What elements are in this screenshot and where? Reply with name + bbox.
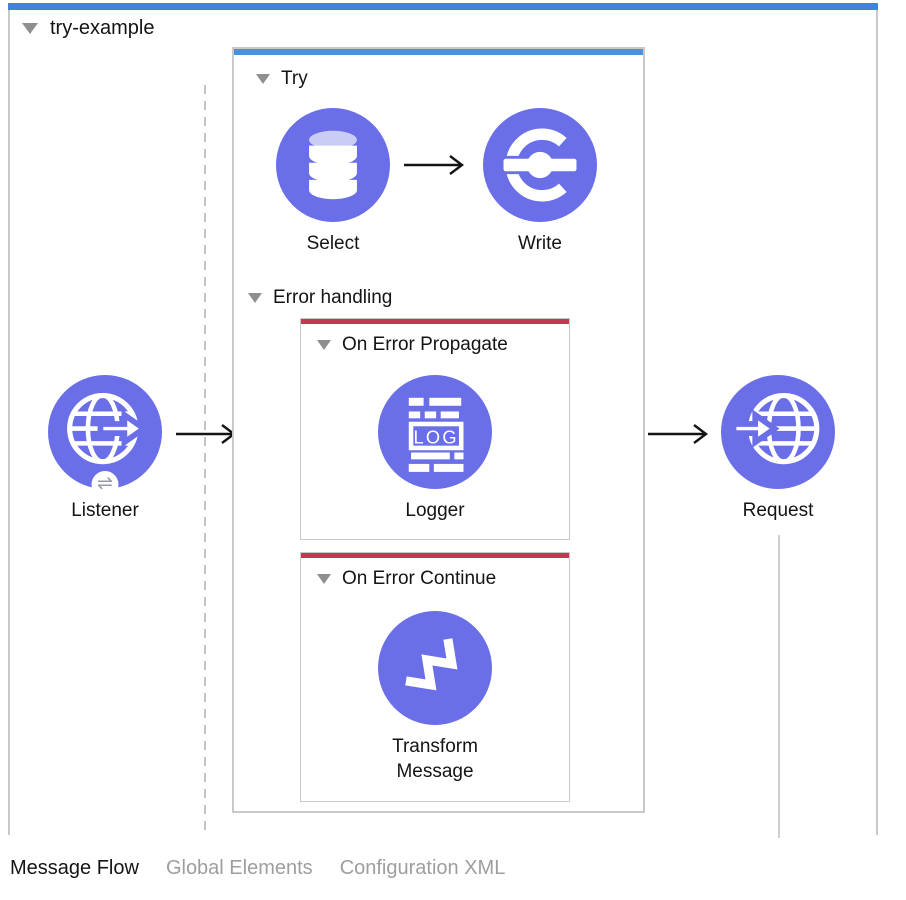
on-error-propagate-label: On Error Propagate xyxy=(342,334,508,355)
node-label: Logger xyxy=(405,500,465,521)
dataweave-icon xyxy=(405,638,458,691)
exchange-badge-icon[interactable]: ⇌ xyxy=(91,471,119,498)
flow-header: try-example xyxy=(22,17,154,40)
flow-arrow xyxy=(174,421,240,447)
error-handling-label: Error handling xyxy=(273,287,393,308)
collapse-triangle-icon[interactable] xyxy=(317,340,331,350)
try-scope-label: Try xyxy=(281,68,308,89)
listener-circle[interactable]: ⇌ xyxy=(48,375,162,498)
tab-configuration-xml[interactable]: Configuration XML xyxy=(339,857,506,879)
svg-text:LOG: LOG xyxy=(413,426,458,447)
message-flow-canvas[interactable]: try-example ⇌ Listener Try xyxy=(0,0,906,845)
log-lines-icon: LOG xyxy=(408,397,464,472)
node-label: Listener xyxy=(71,500,139,521)
on-error-continue-label: On Error Continue xyxy=(342,568,497,589)
on-error-propagate-scope[interactable]: On Error Propagate xyxy=(300,318,570,540)
node-label: Transform Message xyxy=(392,736,478,782)
collapse-triangle-icon[interactable] xyxy=(256,74,270,84)
select-circle[interactable] xyxy=(276,108,390,222)
error-scope-bar xyxy=(301,319,569,324)
collapse-triangle-icon[interactable] xyxy=(22,23,38,34)
flow-arrow xyxy=(402,152,468,178)
node-label: Request xyxy=(742,500,814,521)
database-icon xyxy=(309,130,357,200)
write-circle[interactable] xyxy=(483,108,597,222)
logger-circle[interactable]: LOG xyxy=(378,375,492,489)
request-circle[interactable] xyxy=(721,375,835,489)
node-logger[interactable]: LOG Logger xyxy=(365,375,505,523)
transform-circle[interactable] xyxy=(378,611,492,725)
flow-selection-bar xyxy=(8,3,878,10)
error-scope-bar xyxy=(301,553,569,558)
request-connection-line xyxy=(778,535,780,838)
collapse-triangle-icon[interactable] xyxy=(317,574,331,584)
flow-title: try-example xyxy=(50,17,155,39)
globe-arrow-out-icon xyxy=(67,392,149,465)
node-request[interactable]: Request xyxy=(708,375,848,523)
source-divider-dashed-line xyxy=(204,85,206,837)
on-error-continue-scope[interactable]: On Error Continue xyxy=(300,552,570,802)
collapse-triangle-icon[interactable] xyxy=(248,293,262,303)
node-label: Select xyxy=(306,233,360,254)
node-write[interactable]: Write xyxy=(470,108,610,256)
try-scope-header: Try xyxy=(234,55,643,90)
tab-message-flow[interactable]: Message Flow xyxy=(10,857,139,879)
file-write-connector-icon xyxy=(500,128,580,202)
node-transform-message[interactable]: Transform Message xyxy=(365,611,505,784)
flow-arrow xyxy=(646,421,712,447)
node-label: Write xyxy=(518,233,562,254)
try-scope-bar xyxy=(234,49,643,55)
flow-container[interactable] xyxy=(8,10,878,835)
globe-arrow-in-icon xyxy=(730,392,820,465)
node-select[interactable]: Select xyxy=(263,108,403,256)
node-listener[interactable]: ⇌ Listener xyxy=(35,375,175,523)
editor-tab-bar: Message Flow Global Elements Configurati… xyxy=(10,857,505,880)
on-error-continue-header: On Error Continue xyxy=(301,558,569,590)
on-error-propagate-header: On Error Propagate xyxy=(301,324,569,356)
error-handling-header: Error handling xyxy=(248,287,392,309)
tab-global-elements[interactable]: Global Elements xyxy=(165,857,313,879)
